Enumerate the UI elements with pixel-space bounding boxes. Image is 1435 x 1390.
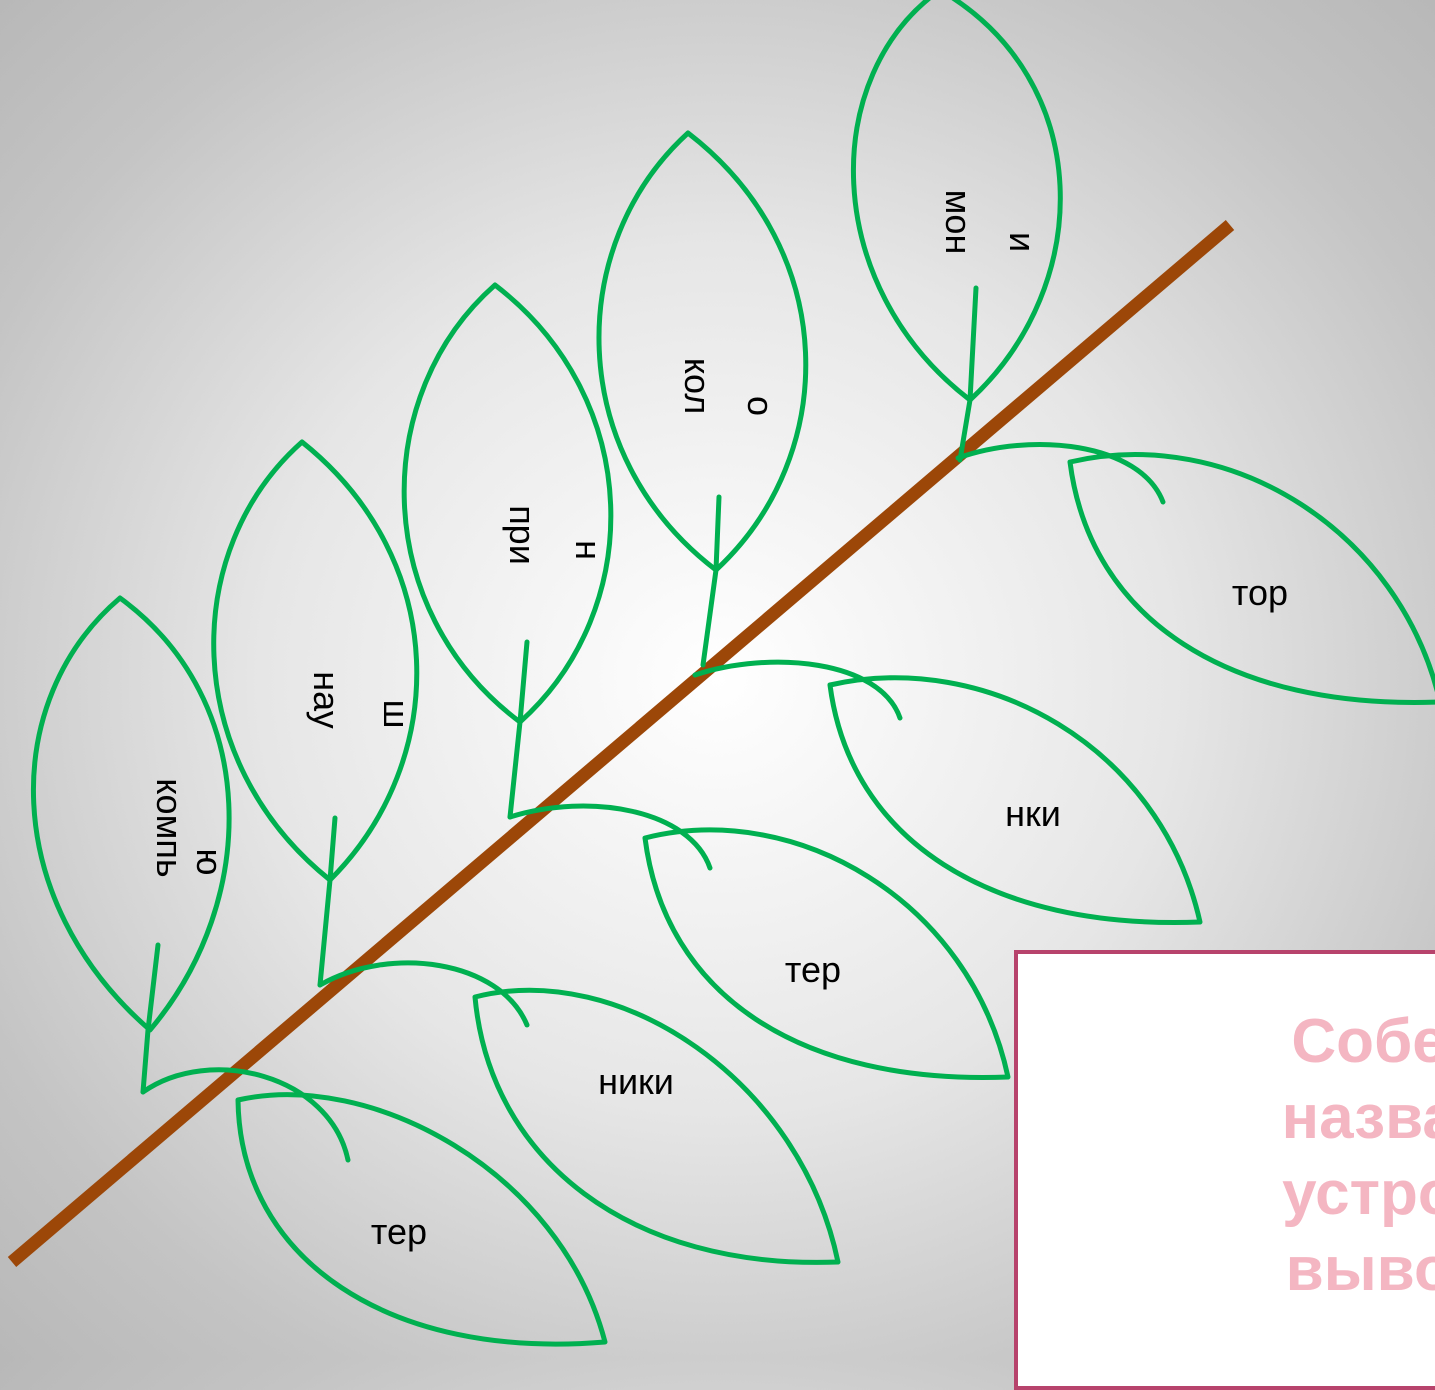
lower-leaf-5[interactable]: тор — [955, 442, 1435, 705]
upper-leaf-5-word-line1: мон — [938, 190, 979, 255]
task-line-4: вывод — [1285, 1235, 1435, 1304]
upper-leaf-5[interactable]: мон и — [851, 0, 1063, 463]
upper-leaf-2-word-line2: ш — [376, 700, 417, 729]
lower-leaf-2[interactable]: ники — [317, 960, 841, 1265]
upper-leaf-1-word-line1: компь — [149, 778, 190, 877]
branch-stem — [7, 220, 1235, 1267]
task-line-2: назван — [1281, 1083, 1435, 1152]
lower-leaf-3[interactable]: тер — [507, 803, 1011, 1080]
lower-leaf-4-word: нки — [1005, 793, 1061, 834]
lower-leaf-3-word: тер — [785, 949, 841, 990]
task-box: Собер назван устрой вывод — [1014, 950, 1435, 1390]
lower-leaf-1[interactable]: тер — [140, 1067, 608, 1347]
upper-leaf-2-word-line1: нау — [306, 671, 347, 729]
lower-leaf-4[interactable]: нки — [692, 659, 1203, 925]
upper-leaf-2[interactable]: нау ш — [211, 439, 420, 988]
task-text: Собер назван устрой вывод — [1018, 1004, 1435, 1308]
upper-leaf-4-word-line1: кол — [677, 358, 718, 414]
lower-leaf-2-word: ники — [598, 1061, 674, 1102]
task-line-3: устрой — [1282, 1159, 1435, 1228]
task-line-1: Собер — [1291, 1007, 1435, 1076]
upper-leaf-5-word-line2: и — [1002, 232, 1043, 252]
upper-leaf-4-word-line2: о — [740, 396, 781, 416]
upper-leaf-1[interactable]: компь ю — [31, 595, 232, 1095]
upper-leaf-3[interactable]: при н — [401, 282, 614, 820]
lower-leaf-1-word: тер — [371, 1211, 427, 1252]
upper-leaf-4[interactable]: кол о — [596, 130, 809, 668]
upper-leaf-3-word-line2: н — [568, 540, 609, 560]
upper-leaf-3-word-line1: при — [502, 505, 543, 565]
lower-leaf-5-word: тор — [1232, 572, 1288, 613]
upper-leaf-1-word-line2: ю — [189, 849, 230, 876]
branch-diagram: компь ю нау ш при н кол о мон и тер ники — [7, 0, 1435, 1347]
